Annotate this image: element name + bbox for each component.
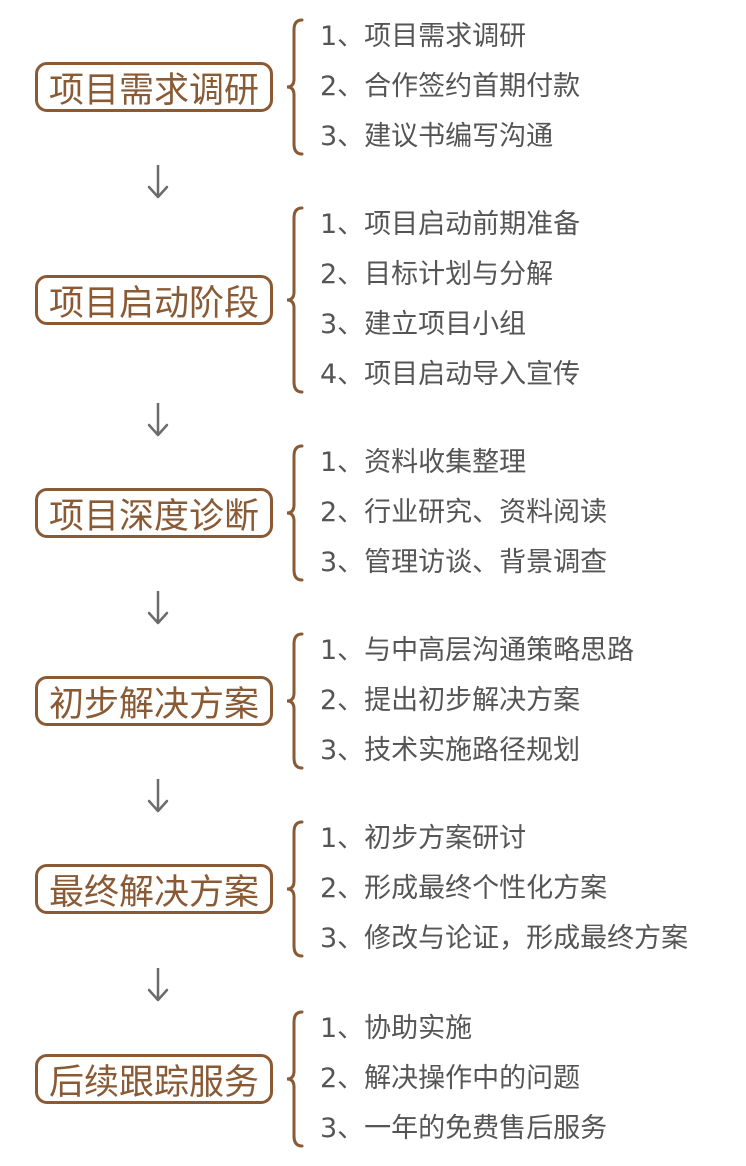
stage-title-box: 项目深度诊断 (35, 488, 273, 538)
stage-item-list: 1、协助实施 2、解决操作中的问题 3、一年的免费售后服务 (320, 1004, 607, 1154)
stage-item: 2、合作签约首期付款 (320, 71, 581, 102)
arrow-down-icon (143, 161, 173, 201)
stage-item: 1、资料收集整理 (320, 447, 527, 478)
left-brace-icon (284, 626, 308, 776)
stage-item: 2、形成最终个性化方案 (320, 873, 608, 904)
stage-item: 3、建立项目小组 (320, 309, 527, 340)
stage-item: 1、项目启动前期准备 (320, 209, 581, 240)
left-brace-icon (284, 814, 308, 964)
stage-item: 1、项目需求调研 (320, 21, 527, 52)
stage-item: 3、管理访谈、背景调查 (320, 547, 608, 578)
left-brace-icon (284, 438, 308, 588)
stage-item-list: 1、资料收集整理 2、行业研究、资料阅读 3、管理访谈、背景调查 (320, 438, 607, 588)
stage-item-list: 1、初步方案研讨 2、形成最终个性化方案 3、修改与论证，形成最终方案 (320, 814, 688, 964)
stage-item-list: 1、项目启动前期准备 2、目标计划与分解 3、建立项目小组 4、项目启动导入宣传 (320, 200, 580, 400)
stage-item-list: 1、项目需求调研 2、合作签约首期付款 3、建议书编写沟通 (320, 12, 580, 162)
stage-item: 2、提出初步解决方案 (320, 685, 581, 716)
stage-item: 1、协助实施 (320, 1013, 473, 1044)
stage-group: 项目启动阶段 1、项目启动前期准备 2、目标计划与分解 3、建立项目小组 4、项目启动导… (0, 200, 746, 400)
stage-group: 初步解决方案 1、与中高层沟通策略思路 2、提出初步解决方案 3、技术实施路径规划 (0, 626, 746, 776)
left-brace-icon (284, 200, 308, 400)
stage-item-list: 1、与中高层沟通策略思路 2、提出初步解决方案 3、技术实施路径规划 (320, 626, 634, 776)
stage-item: 3、建议书编写沟通 (320, 121, 554, 152)
stage-item: 2、解决操作中的问题 (320, 1063, 581, 1094)
arrow-down-icon (143, 587, 173, 627)
stage-item: 1、初步方案研讨 (320, 823, 527, 854)
stage-group: 项目需求调研 1、项目需求调研 2、合作签约首期付款 3、建议书编写沟通 (0, 12, 746, 162)
stage-item: 3、一年的免费售后服务 (320, 1113, 608, 1144)
arrow-down-icon (143, 775, 173, 815)
stage-title-box: 后续跟踪服务 (35, 1054, 273, 1104)
stage-item: 1、与中高层沟通策略思路 (320, 635, 635, 666)
stage-group: 项目深度诊断 1、资料收集整理 2、行业研究、资料阅读 3、管理访谈、背景调查 (0, 438, 746, 588)
left-brace-icon (284, 12, 308, 162)
left-brace-icon (284, 1004, 308, 1154)
stage-title-box: 初步解决方案 (35, 676, 273, 726)
stage-title-box: 最终解决方案 (35, 864, 273, 914)
stage-title-box: 项目需求调研 (35, 62, 273, 112)
stage-item: 3、技术实施路径规划 (320, 735, 581, 766)
stage-item: 2、行业研究、资料阅读 (320, 497, 608, 528)
stage-group: 最终解决方案 1、初步方案研讨 2、形成最终个性化方案 3、修改与论证，形成最终方案 (0, 814, 746, 964)
stage-item: 2、目标计划与分解 (320, 259, 554, 290)
arrow-down-icon (143, 399, 173, 439)
stage-item: 4、项目启动导入宣传 (320, 359, 581, 390)
stage-group: 后续跟踪服务 1、协助实施 2、解决操作中的问题 3、一年的免费售后服务 (0, 1004, 746, 1154)
stage-item: 3、修改与论证，形成最终方案 (320, 923, 689, 954)
stage-title-box: 项目启动阶段 (35, 275, 273, 325)
arrow-down-icon (143, 964, 173, 1004)
